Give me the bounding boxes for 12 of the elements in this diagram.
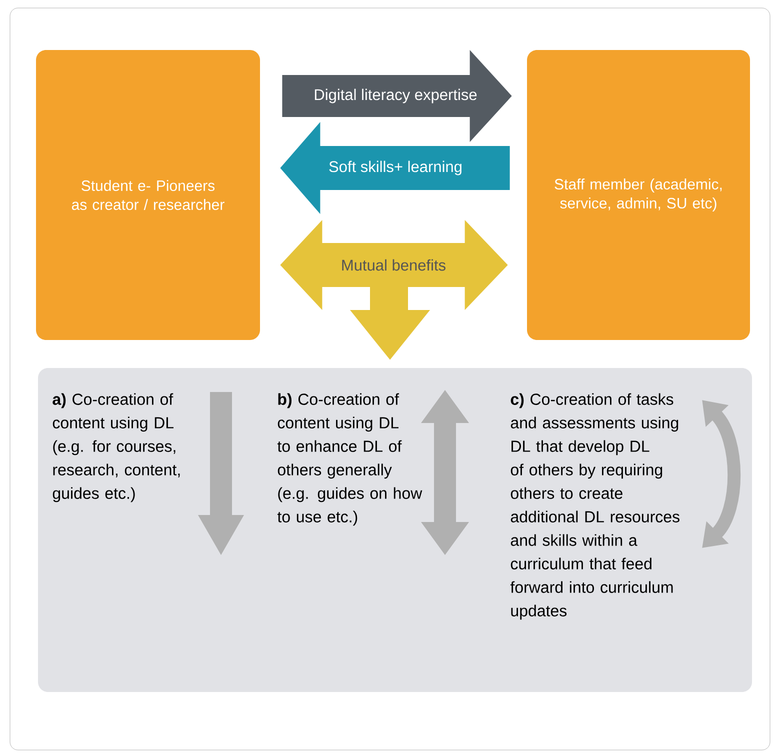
edge-label: Mutual benefits: [342, 259, 446, 271]
block-arrow: [282, 50, 512, 142]
edge-label: Soft skills+ learning: [329, 160, 462, 176]
edge-label: Digital literacy expertise: [314, 88, 477, 104]
role-box: Student e- Pioneers as creator / researcher: [36, 50, 260, 340]
panel-text: a) Co-creation of content using DL (e.g. for courses, research, content, guides etc.): [52, 393, 180, 502]
panel-text: b) Co-creation of content using DL to enhance DL of others generally (e.g. guides on how to use etc.): [277, 393, 422, 526]
block-arrow: [350, 286, 430, 360]
panel-text: c) Co-creation of tasks and assessments using DL that develop DL of others by requiring others to create additional DL resources and skills within a curriculum that feed forward into curriculum updates: [510, 393, 680, 620]
role-box: Staff member (academic, service, admin, SU etc): [527, 50, 750, 340]
block-arrow: [280, 220, 508, 310]
block-arrow: [280, 122, 510, 214]
